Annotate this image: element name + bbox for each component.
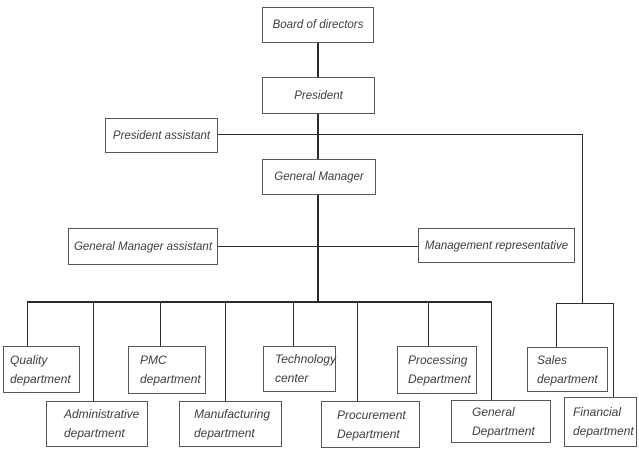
node-label: General — [472, 404, 515, 419]
node-president-assistant: President assistant — [105, 118, 218, 153]
node-label: Management representative — [424, 239, 569, 252]
node-technology: Technology center — [263, 346, 336, 392]
edge-right-branch-drop — [582, 134, 583, 304]
node-label: department — [140, 372, 201, 386]
edge-gm-departments — [317, 195, 319, 302]
edge-sales-drop — [556, 303, 557, 347]
node-board: Board of directors — [262, 7, 374, 43]
edge-departments-bus — [27, 301, 492, 303]
node-quality: Quality department — [3, 346, 80, 393]
edge-right-branch-bus — [556, 303, 614, 304]
node-pmc: PMC department — [128, 346, 206, 394]
node-label: center — [275, 371, 309, 385]
node-label: department — [64, 426, 125, 440]
node-manufacturing: Manufacturing department — [179, 401, 282, 447]
node-label: Manufacturing — [194, 407, 271, 421]
node-label: Quality — [10, 352, 48, 367]
node-label: Procurement — [337, 407, 406, 422]
node-label: Technology — [275, 352, 336, 366]
node-label: General Manager — [274, 171, 364, 183]
edge-processing-drop — [428, 302, 429, 346]
edge-board-president — [317, 43, 319, 77]
edge-quality-drop — [27, 302, 28, 346]
node-label: Department — [472, 423, 535, 438]
node-label: Department — [408, 372, 471, 386]
node-administrative: Administrative department — [46, 401, 148, 447]
edge-technology-drop — [293, 302, 294, 346]
node-label: Board of directors — [272, 19, 364, 31]
node-gm-assistant: General Manager assistant — [68, 228, 218, 265]
node-financial: Financial department — [564, 397, 637, 447]
node-label: Processing — [408, 353, 468, 367]
edge-administrative-drop — [93, 302, 94, 401]
node-label: department — [573, 424, 634, 438]
node-label: Financial — [573, 405, 622, 419]
node-label: Department — [337, 426, 400, 441]
node-label: President assistant — [112, 129, 211, 142]
node-management-representative: Management representative — [418, 228, 575, 263]
node-label: Sales — [537, 352, 568, 367]
edge-procurement-drop — [357, 302, 358, 401]
edge-pmc-drop — [160, 302, 161, 346]
node-label: PMC — [140, 353, 167, 367]
node-label: department — [10, 371, 71, 386]
edge-assistants-link — [218, 246, 418, 247]
node-label: Administrative — [64, 407, 140, 421]
node-general-manager: General Manager — [262, 159, 376, 195]
node-label: department — [537, 371, 598, 386]
edge-general-drop — [491, 302, 492, 400]
node-sales: Sales department — [527, 347, 608, 392]
node-president: President — [262, 77, 375, 114]
edge-financial-drop — [613, 303, 614, 397]
node-label: President — [294, 89, 343, 102]
edge-president-assistant — [218, 134, 583, 135]
node-label: General Manager assistant — [73, 240, 213, 253]
node-label: department — [194, 426, 255, 440]
edge-president-gm — [317, 114, 319, 159]
edge-manufacturing-drop — [225, 302, 226, 401]
